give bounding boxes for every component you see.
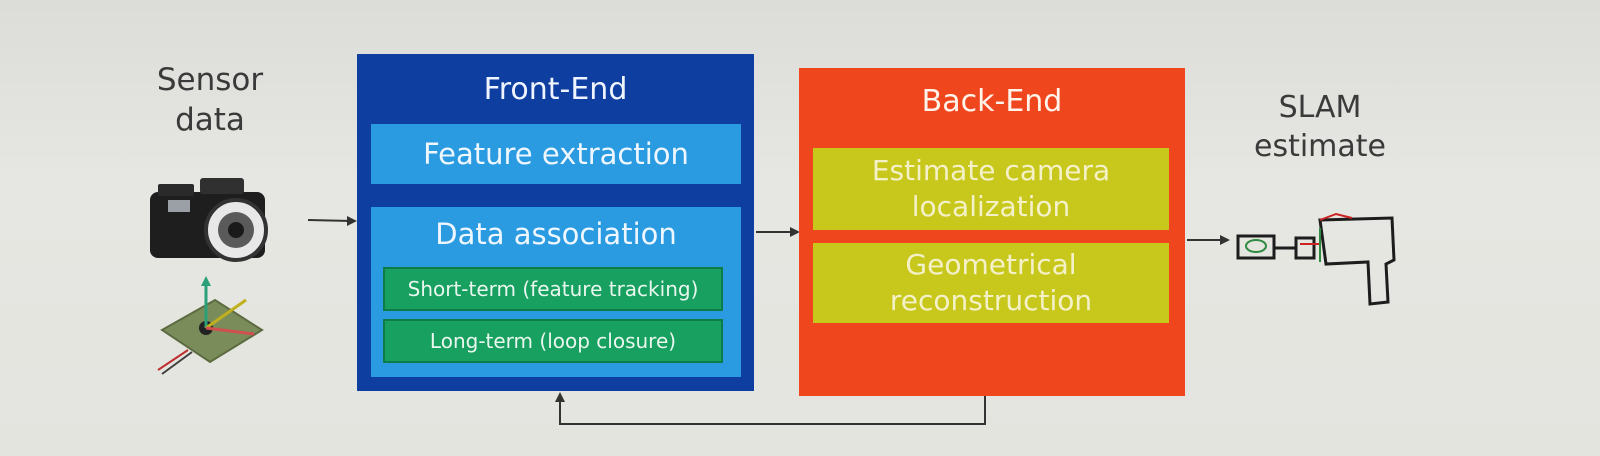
arrow-sensor-to-frontend — [307, 216, 357, 226]
slam-map-icon — [1236, 212, 1396, 306]
long-term-box: Long-term (loop closure) — [383, 319, 723, 363]
camera-icon — [150, 178, 268, 262]
back-end-block: Back-End Estimate camera localization Ge… — [799, 68, 1185, 396]
data-association-title: Data association — [435, 217, 677, 251]
estimate-camera-localization-box: Estimate camera localization — [813, 148, 1169, 230]
arrow-backend-to-output — [1187, 235, 1230, 245]
back-end-title: Back-End — [921, 84, 1063, 119]
front-end-block: Front-End Feature extraction Data associ… — [357, 54, 754, 391]
feedback-arrow — [555, 392, 986, 425]
geometrical-reconstruction-box: Geometrical reconstruction — [813, 243, 1169, 323]
sensor-data-label: Sensor data — [156, 62, 264, 139]
feature-extraction-box: Feature extraction — [371, 124, 741, 184]
imu-sensor-icon — [157, 276, 264, 375]
short-term-box: Short-term (feature tracking) — [383, 267, 723, 311]
slam-estimate-label: SLAM estimate — [1253, 90, 1386, 164]
front-end-title: Front-End — [483, 72, 628, 107]
data-association-box: Data association Short-term (feature tra… — [371, 207, 741, 377]
arrow-frontend-to-backend — [756, 227, 800, 237]
